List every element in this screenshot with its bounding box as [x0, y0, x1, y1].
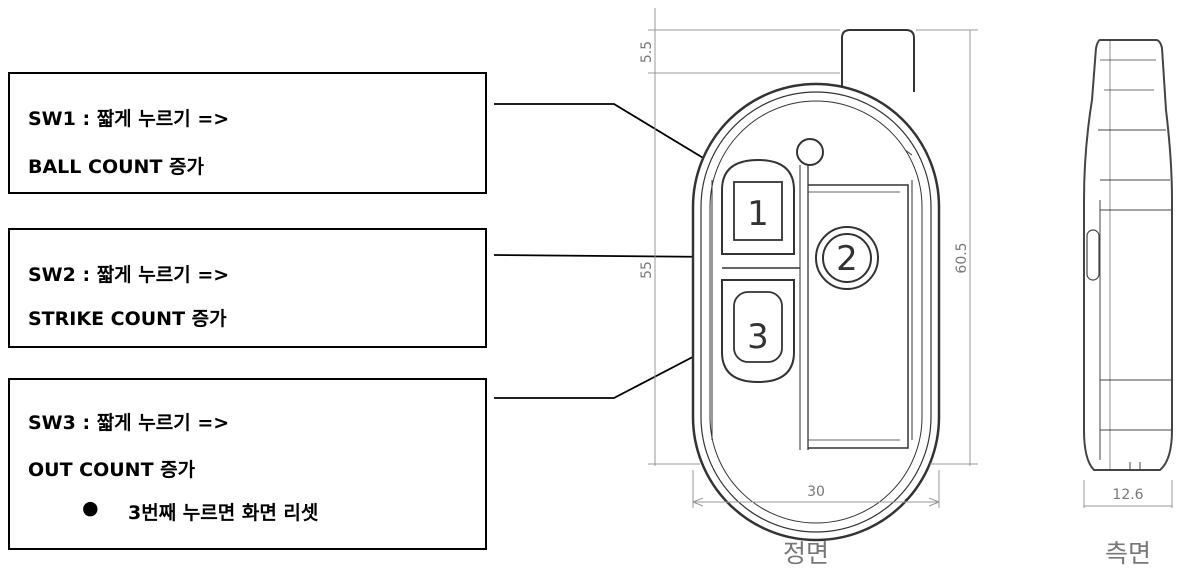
dim-total-height: 60.5 — [954, 242, 970, 273]
callout-sw1-line2: BALL COUNT 증가 — [28, 156, 204, 178]
arrow-sw1 — [494, 103, 734, 177]
callout-sw2-line1: SW2 : 짧게 누르기 => — [28, 264, 230, 286]
dim-width: 30 — [807, 484, 825, 500]
caption-side: 측면 — [1105, 539, 1151, 568]
caption-front: 정면 — [783, 539, 829, 568]
callout-sw3-line2: OUT COUNT 증가 — [28, 459, 196, 481]
led-hole — [796, 138, 824, 166]
dim-thickness: 12.6 — [1112, 487, 1143, 503]
callout-sw3-bullet: ● — [82, 497, 99, 519]
callout-sw3-bullet-text: 3번째 누르면 화면 리셋 — [128, 502, 319, 524]
side-outline — [1083, 39, 1173, 471]
callout-sw1-line1: SW1 : 짧게 누르기 => — [28, 108, 230, 130]
button-3-label: 3 — [747, 317, 769, 357]
callout-sw3: SW3 : 짧게 누르기 => OUT COUNT 증가 ● 3번째 누르면 화… — [8, 378, 487, 550]
front-view — [691, 29, 941, 542]
callout-sw2: SW2 : 짧게 누르기 => STRIKE COUNT 증가 — [8, 228, 487, 348]
callout-sw3-line1: SW3 : 짧게 누르기 => — [28, 412, 230, 434]
button-2-label: 2 — [836, 239, 858, 279]
button-1-label: 1 — [747, 194, 769, 234]
dim-body-height: 55 — [639, 261, 655, 279]
callout-sw1: SW1 : 짧게 누르기 => BALL COUNT 증가 — [8, 72, 487, 194]
callout-sw2-line2: STRIKE COUNT 증가 — [28, 308, 227, 330]
dimension-lines — [648, 8, 1173, 508]
dim-antenna: 5.5 — [639, 41, 655, 63]
antenna — [841, 29, 915, 92]
side-view — [1083, 39, 1173, 471]
